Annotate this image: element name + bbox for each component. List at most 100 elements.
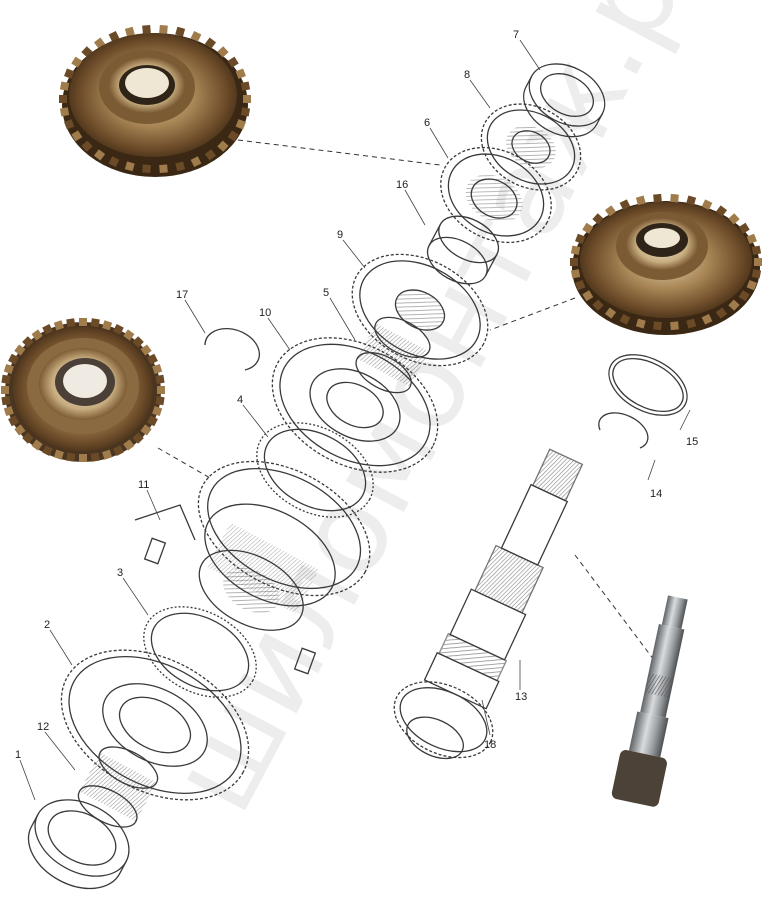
gear-tooth	[746, 233, 757, 245]
gear-tooth	[204, 149, 217, 161]
gear-tooth	[204, 37, 217, 49]
gear-tooth	[175, 161, 186, 172]
part-snap-ring-17	[204, 327, 261, 371]
callout-14: 14	[650, 488, 662, 500]
gear-tooth	[64, 68, 75, 79]
gear-tooth	[653, 321, 662, 331]
gear-tooth	[140, 344, 152, 356]
callout-3: 3	[117, 567, 123, 579]
gear-tooth	[53, 320, 64, 331]
gear-tooth	[113, 324, 124, 335]
callout-8: 8	[464, 69, 470, 81]
callout-17: 17	[176, 289, 188, 301]
gear-tooth	[751, 245, 762, 255]
part-ring-15	[608, 354, 688, 416]
part-gear-6	[440, 146, 552, 244]
gear-tooth	[728, 213, 740, 225]
gear-tooth	[738, 222, 750, 234]
gear-tooth	[42, 324, 53, 335]
callout-15: 15	[686, 436, 698, 448]
callout-13: 13	[515, 691, 527, 703]
callout-7: 7	[513, 29, 519, 41]
gear-tooth	[31, 329, 43, 341]
photo-helical-gear-right	[570, 193, 762, 335]
gear-tooth	[217, 46, 229, 58]
gear-tooth	[243, 95, 251, 103]
gear-tooth	[140, 424, 152, 436]
part-snap-ring-14	[598, 412, 649, 449]
gear-tooth	[217, 140, 229, 152]
gear-tooth	[619, 313, 631, 325]
callout-5: 5	[323, 287, 329, 299]
part-main-shaft	[393, 448, 584, 760]
callout-18: 18	[484, 739, 496, 751]
gear-tooth	[93, 149, 106, 161]
gear-tooth	[235, 119, 246, 130]
gear-tooth	[108, 30, 120, 42]
gear-tooth	[592, 299, 604, 311]
gear-tooth	[1, 396, 11, 406]
gear-tooth	[157, 386, 165, 394]
gear-tooth	[113, 445, 124, 456]
part-needle-bearing-12	[77, 746, 159, 828]
gear-tooth	[142, 24, 151, 34]
gear-tooth	[8, 353, 19, 365]
gear-tooth	[102, 320, 113, 331]
gear-tooth	[670, 321, 679, 331]
gear-tooth	[59, 95, 67, 103]
gear-tooth	[79, 318, 87, 326]
gear-tooth	[147, 353, 158, 365]
gear-tooth	[66, 452, 76, 462]
callout-9: 9	[337, 229, 343, 241]
gear-tooth	[124, 161, 135, 172]
gear-tooth	[155, 374, 165, 384]
gear-tooth	[670, 193, 679, 203]
gear-tooth	[53, 449, 64, 460]
gear-tooth	[152, 363, 163, 375]
gear-tooth	[90, 452, 100, 462]
gear-tooth	[108, 156, 120, 168]
photo-synchro-gear-left	[1, 318, 165, 462]
gear-tooth	[746, 279, 757, 291]
gear-tooth	[159, 164, 168, 174]
gear-tooth	[190, 30, 202, 42]
gear-tooth	[570, 258, 578, 266]
gear-tooth	[190, 156, 202, 168]
gear-tooth	[570, 245, 581, 255]
callouts	[19, 39, 691, 801]
gear-tooth	[582, 290, 594, 302]
gear-tooth	[31, 439, 43, 451]
gear-tooth	[175, 26, 186, 37]
gear-tooth	[619, 199, 631, 211]
gear-teeth	[570, 193, 762, 331]
gear-tooth	[751, 269, 762, 279]
gear-tooth	[240, 81, 251, 91]
gear-tooth	[90, 318, 100, 328]
gear-tooth	[124, 26, 135, 37]
gear-tooth	[14, 424, 26, 436]
gear-tooth	[686, 318, 697, 329]
gear-tooth	[155, 396, 165, 406]
gear-tooth	[8, 415, 19, 427]
gear-tooth	[152, 405, 163, 417]
gear-teeth	[1, 318, 165, 462]
gear-tooth	[123, 329, 135, 341]
gear-tooth	[575, 233, 586, 245]
gear-tooth	[635, 318, 646, 329]
gear-tooth	[728, 299, 740, 311]
gear-tooth	[1, 374, 11, 384]
photo-input-shaft	[611, 595, 688, 807]
gear-tooth	[79, 454, 87, 462]
callout-10: 10	[259, 307, 271, 319]
callout-11: 11	[138, 479, 149, 491]
gear-tooth	[159, 24, 168, 34]
part-bearing-1	[27, 799, 130, 890]
gear-tooth	[1, 386, 9, 394]
callout-4: 4	[237, 394, 243, 406]
gear-tooth	[592, 213, 604, 225]
gear-tooth	[575, 279, 586, 291]
gear-tooth	[227, 130, 239, 142]
gear-tooth	[240, 107, 251, 117]
callout-12: 12	[37, 721, 49, 733]
